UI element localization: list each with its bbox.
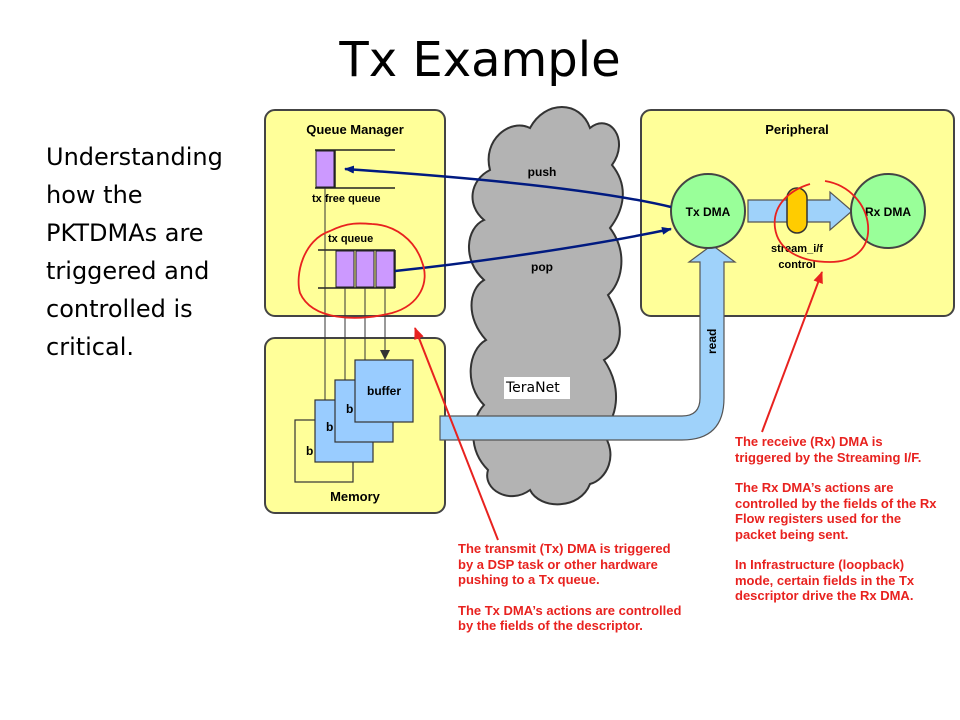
tx-free-queue-label: tx free queue [312, 193, 380, 205]
tx-note-paragraph: The transmit (Tx) DMA is triggered by a … [458, 541, 671, 587]
peripheral-label: Peripheral [765, 122, 829, 137]
rx-note-paragraph: In Infrastructure (loopback) mode, certa… [735, 557, 915, 603]
intro-text: Understanding how the PKTDMAs are trigge… [46, 143, 223, 361]
queue-manager-label: Queue Manager [306, 122, 404, 137]
rx-note: The receive (Rx) DMA is triggered by the… [735, 434, 940, 604]
tx-note-pointer [414, 327, 499, 541]
buffer-label: b [346, 402, 353, 416]
tx-queue-entry [335, 250, 355, 288]
free-queue-entry [315, 150, 335, 188]
buffer-label: b [306, 444, 313, 458]
push-arrow [344, 165, 672, 209]
stream-if-label: stream_i/f [771, 243, 823, 255]
buffer-label: b [326, 420, 333, 434]
page-title: Tx Example [339, 32, 621, 88]
rx-dma: Rx DMA [850, 173, 926, 249]
stream-highlight [773, 180, 869, 263]
memory-label: Memory [330, 489, 381, 504]
tx-queue-label: tx queue [328, 233, 373, 245]
pop-label: pop [531, 260, 553, 274]
tx-free-queue: tx free queue [312, 149, 395, 205]
tx-queue-entry [375, 250, 395, 288]
tx-queue-entry [355, 250, 375, 288]
stream-control-block [786, 187, 808, 234]
teranet-label: TeraNet [504, 377, 570, 399]
rx-dma-label: Rx DMA [865, 205, 911, 219]
push-pop-arrows [344, 165, 672, 273]
tx-dma-label: Tx DMA [686, 205, 731, 219]
push-label: push [528, 165, 557, 179]
buffer-label: buffer [367, 384, 401, 398]
rx-note-pointer [761, 271, 823, 433]
read-arrow: read [439, 244, 737, 441]
read-label: read [705, 329, 719, 354]
queue-manager-box: Queue Manager [264, 109, 446, 317]
buffer [354, 359, 414, 423]
buffer-stack: b b b buffer [294, 359, 414, 483]
rx-note-paragraph: The receive (Rx) DMA is triggered by the… [735, 434, 922, 465]
tx-dma: Tx DMA [670, 173, 746, 249]
tx-note: The transmit (Tx) DMA is triggered by a … [458, 541, 683, 634]
tx-note-paragraph: The Tx DMA’s actions are controlled by t… [458, 602, 682, 634]
red-annotations [297, 180, 869, 541]
tx-queue: tx queue [318, 233, 396, 289]
pop-arrow [394, 226, 672, 273]
tx-queue-highlight [297, 222, 426, 319]
teranet-cloud: push pop [468, 106, 624, 506]
rx-note-paragraph: The Rx DMA’s actions are controlled by t… [735, 480, 937, 542]
control-label: control [778, 259, 815, 271]
